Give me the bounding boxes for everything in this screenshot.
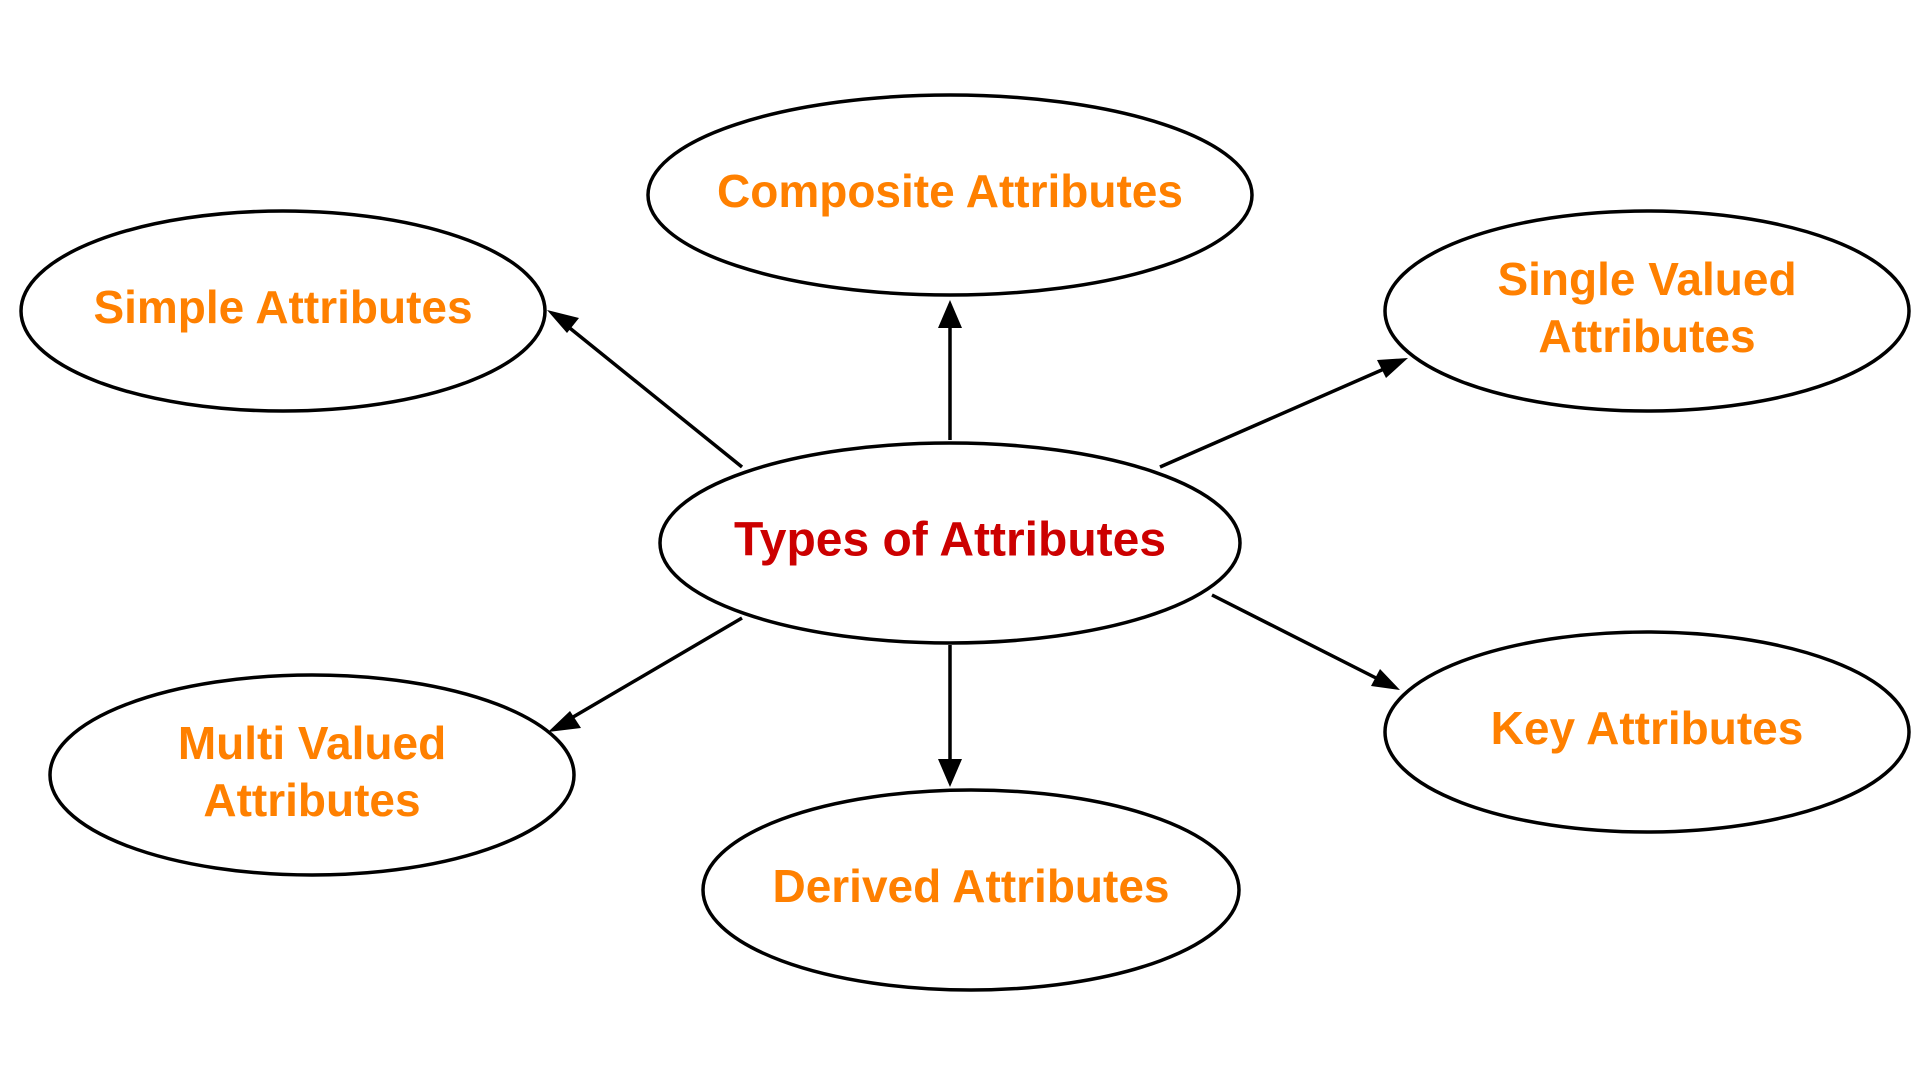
node-simple: Simple Attributes	[19, 209, 547, 413]
edge-to-multi-valued	[567, 616, 743, 722]
node-composite-shape	[646, 93, 1254, 297]
edges-layer	[547, 300, 1408, 787]
node-simple-shape	[19, 209, 547, 413]
arrowhead-derived	[938, 759, 962, 787]
arrowhead-multi-valued	[548, 711, 581, 732]
node-derived-shape	[701, 788, 1241, 992]
node-center-shape	[658, 441, 1242, 645]
node-single-valued-shape	[1383, 209, 1911, 413]
node-multi-valued-label-line2: Attributes	[203, 774, 420, 826]
node-single-valued: Single Valued Attributes	[1383, 209, 1911, 413]
node-single-valued-label-line2: Attributes	[1538, 310, 1755, 362]
node-key-label: Key Attributes	[1491, 702, 1804, 754]
node-key-shape	[1383, 630, 1911, 834]
node-multi-valued-shape	[48, 673, 576, 877]
edge-to-key	[1211, 593, 1379, 681]
arrowhead-key	[1371, 669, 1400, 690]
edge-to-simple	[564, 323, 744, 469]
node-composite-label: Composite Attributes	[717, 165, 1183, 217]
edge-to-single-valued	[1159, 367, 1385, 469]
node-multi-valued-label-line1: Multi Valued	[178, 717, 446, 769]
arrowhead-simple	[547, 310, 579, 333]
arrowhead-composite	[938, 300, 962, 328]
node-center-label: Types of Attributes	[734, 514, 1166, 567]
node-composite: Composite Attributes	[646, 93, 1254, 297]
node-single-valued-label-line1: Single Valued	[1497, 253, 1796, 305]
node-multi-valued: Multi Valued Attributes	[48, 673, 576, 877]
node-derived: Derived Attributes	[701, 788, 1241, 992]
node-simple-label: Simple Attributes	[93, 281, 472, 333]
node-derived-label: Derived Attributes	[772, 860, 1169, 912]
nodes-layer: Composite Attributes Simple Attributes S…	[19, 93, 1911, 992]
node-center: Types of Attributes	[658, 441, 1242, 645]
node-key: Key Attributes	[1383, 630, 1911, 834]
arrowhead-single-valued	[1377, 358, 1408, 378]
